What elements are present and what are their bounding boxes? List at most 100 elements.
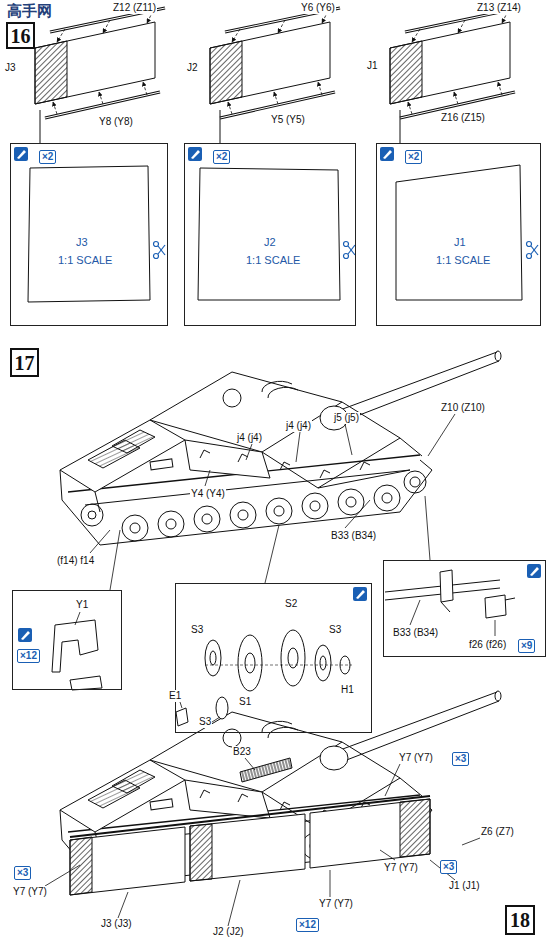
drawing-stroke — [380, 147, 394, 161]
drawing-stroke — [400, 799, 430, 857]
quantity-mark: ×12 — [296, 918, 319, 932]
drawing-stroke — [353, 587, 367, 601]
part-label: 1:1 SCALE — [435, 254, 491, 266]
drawing-stroke — [70, 796, 430, 837]
quantity-mark: ×2 — [405, 150, 422, 164]
drawing-stroke — [154, 242, 166, 259]
drawing-stroke — [281, 630, 305, 686]
part-label: S1 — [238, 696, 252, 708]
callout-label: J1 — [366, 60, 379, 72]
detail-inset: B33 (B34) f26 (f26) ×9 — [383, 560, 546, 657]
drawing-stroke — [14, 147, 28, 161]
quantity-mark: ×9 — [518, 639, 535, 653]
callout-label: Z16 (Z15) — [440, 112, 486, 124]
drawing-stroke — [220, 110, 221, 143]
drawing-stroke — [110, 530, 120, 590]
quantity-mark: ×3 — [452, 752, 469, 766]
callout-label: Y7 (Y7) — [398, 752, 434, 764]
drawing-stroke — [18, 628, 32, 642]
callout-label: Y8 (Y8) — [98, 116, 134, 128]
drawing-stroke — [210, 8, 340, 118]
callout-label: Y5 (Y5) — [270, 114, 306, 126]
drawing-stroke — [70, 676, 102, 690]
part-label: J2 — [263, 236, 277, 248]
drawing-stroke — [90, 414, 455, 590]
quantity-mark: ×3 — [14, 866, 31, 880]
part-label: f26 (f26) — [468, 639, 507, 651]
part-label: S2 — [284, 598, 298, 610]
drawing-stroke — [320, 656, 326, 670]
drawing-stroke — [90, 530, 110, 553]
drawing-stroke — [330, 870, 331, 897]
drawing-stroke — [245, 758, 255, 770]
drawing-stroke — [198, 168, 340, 300]
drawing-stroke — [440, 570, 453, 612]
part-label: B33 (B34) — [392, 627, 439, 639]
drawing-stroke — [485, 595, 515, 618]
callout-label: Z6 (Z7) — [480, 826, 515, 838]
drawing-stroke — [205, 640, 221, 676]
callout-label: j4 (j4) — [285, 420, 312, 432]
drawing-stroke — [345, 424, 352, 455]
step-number: 18 — [509, 909, 531, 931]
template-box: ×2J31:1 SCALE — [10, 143, 168, 326]
drawing-stroke — [246, 444, 252, 460]
drawing-stroke — [205, 470, 210, 486]
part-label: S3 — [328, 624, 342, 636]
part-label: Y1 — [75, 599, 89, 611]
callout-label: j5 (j5) — [333, 412, 360, 424]
drawing-stroke — [45, 865, 80, 886]
drawing-stroke — [390, 8, 520, 118]
drawing-stroke — [238, 635, 262, 691]
drawing-stroke — [35, 8, 165, 118]
callout-label: Y7 (Y7) — [383, 862, 419, 874]
callout-label: B23 — [232, 746, 252, 758]
drawing-stroke — [190, 814, 305, 881]
quantity-mark: ×12 — [17, 649, 40, 663]
drawing-stroke — [70, 799, 430, 895]
callout-label: Y6 (Y6) — [300, 2, 336, 14]
drawing-stroke — [60, 351, 501, 545]
drawing-stroke — [245, 653, 255, 673]
drawing-stroke — [400, 110, 401, 143]
drawing-stroke — [52, 620, 98, 672]
drawing-stroke — [45, 702, 480, 926]
drawing-stroke — [428, 414, 455, 456]
callout-label: J3 (J3) — [100, 918, 133, 930]
callout-label: S3 — [198, 716, 212, 728]
drawing-stroke — [28, 166, 150, 302]
drawing-stroke — [216, 697, 228, 719]
drawing-stroke — [315, 645, 331, 681]
drawing-stroke — [60, 691, 501, 895]
drawing-stroke — [188, 147, 202, 161]
callout-label: J2 (J2) — [212, 926, 245, 938]
callout-label: Z10 (Z10) — [440, 402, 486, 414]
part-label: S3 — [190, 624, 204, 636]
callout-label: E1 — [168, 690, 182, 702]
part-label: 1:1 SCALE — [245, 254, 301, 266]
drawing-stroke — [176, 708, 188, 726]
drawing-stroke — [40, 110, 41, 143]
detail-inset: ×12 Y1 — [12, 590, 122, 690]
drawing-stroke — [425, 496, 430, 560]
drawing-stroke — [176, 697, 292, 782]
drawing-stroke — [70, 837, 92, 895]
drawing-stroke — [265, 525, 279, 583]
drawing-stroke — [75, 612, 80, 625]
callout-label: J3 — [4, 62, 17, 74]
drawing-stroke — [190, 824, 212, 881]
drawing-stroke — [70, 827, 185, 895]
callout-label: Z12 (Z11) — [112, 2, 157, 14]
callout-label: j4 (j4) — [236, 432, 263, 444]
drawing-stroke — [410, 600, 420, 625]
callout-label: Z13 (Z14) — [476, 2, 522, 14]
step-number: 17 — [10, 348, 39, 377]
drawing-stroke — [210, 651, 216, 665]
drawing-stroke — [205, 665, 352, 666]
drawing-stroke — [380, 850, 395, 860]
drawing-stroke — [396, 165, 522, 300]
callout-label: Y4 (Y4) — [190, 488, 226, 500]
drawing-stroke — [118, 892, 128, 918]
callout-label: Y7 (Y7) — [318, 898, 354, 910]
callout-label: J1 (J1) — [448, 880, 481, 892]
